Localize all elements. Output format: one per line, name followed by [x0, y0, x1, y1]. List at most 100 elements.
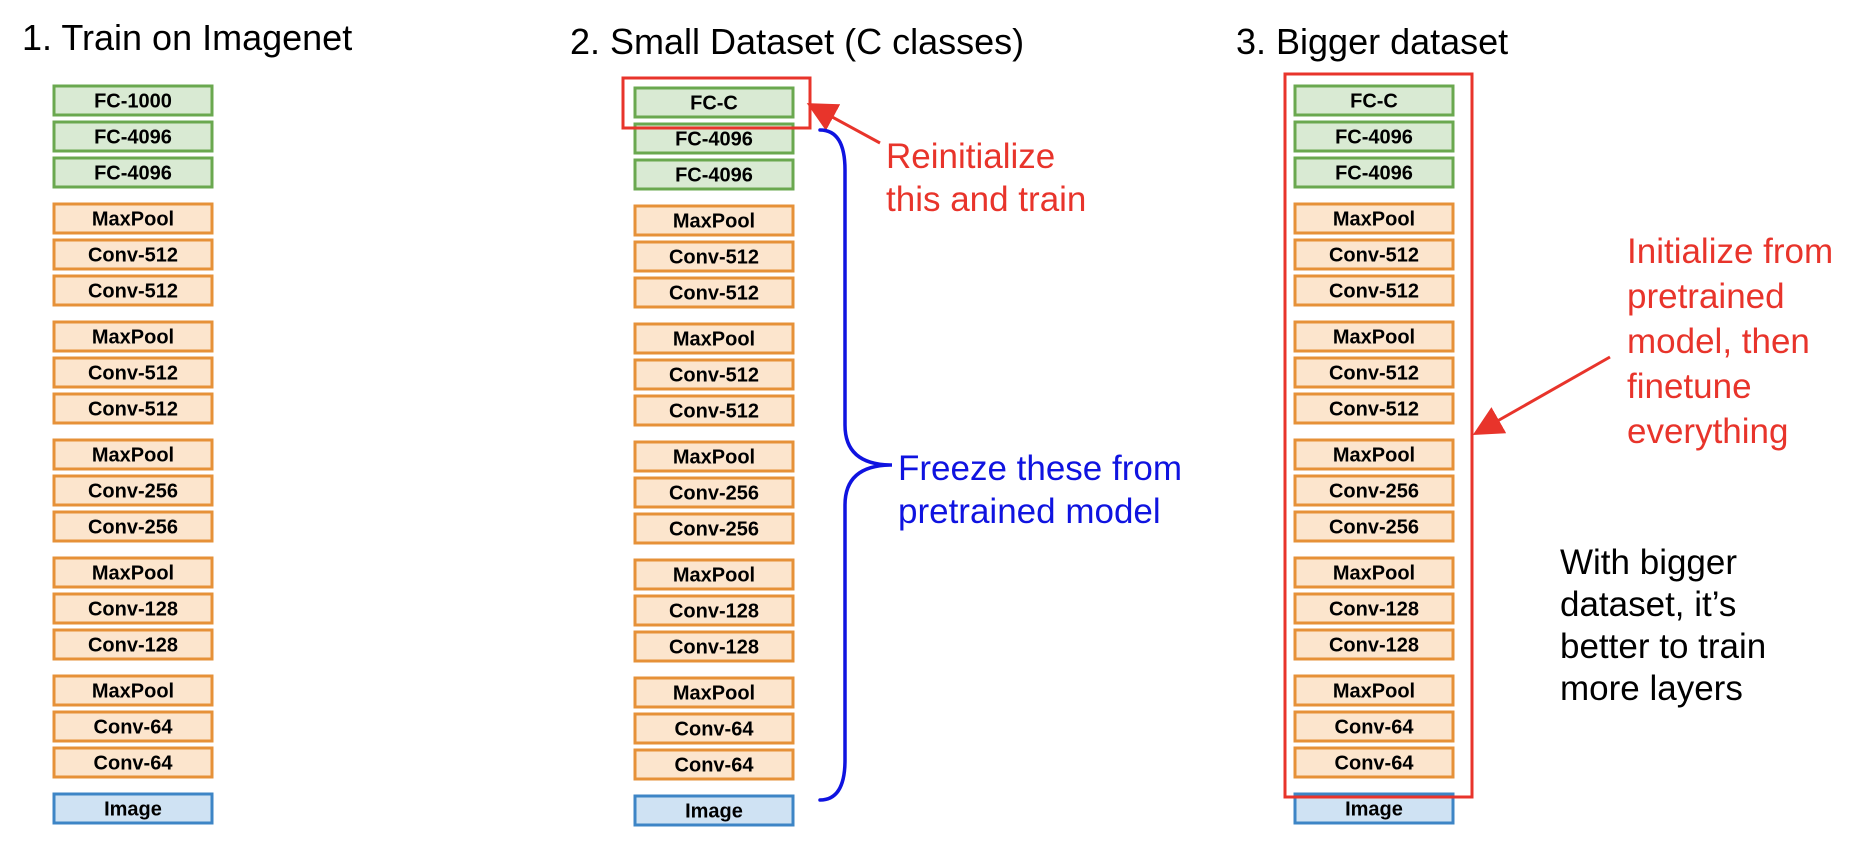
- layer-label: FC-C: [690, 93, 738, 115]
- layer-box-fc: [633, 86, 795, 119]
- layer-box-conv: [633, 276, 795, 309]
- finetune-highlight-box: [1283, 72, 1474, 799]
- layer-label: MaxPool: [673, 683, 755, 705]
- layer-label: MaxPool: [92, 327, 174, 349]
- layer-label: MaxPool: [1333, 209, 1415, 231]
- layer-label: Conv-128: [669, 601, 759, 623]
- layer-label: Image: [1345, 799, 1403, 821]
- layer-box-conv: [633, 394, 795, 427]
- layer-box-conv: [52, 510, 214, 543]
- layer-label: Conv-512: [1329, 363, 1419, 385]
- layer-label: MaxPool: [673, 447, 755, 469]
- layer-label: FC-4096: [94, 127, 172, 149]
- layer-box-conv: [1293, 202, 1455, 235]
- layer-label: FC-C: [1350, 91, 1398, 113]
- layer-box-conv: [52, 320, 214, 353]
- layer-label: Conv-256: [88, 517, 178, 539]
- layer-box-conv: [1293, 510, 1455, 543]
- layer-label: FC-4096: [675, 165, 753, 187]
- layer-box-fc: [1293, 84, 1455, 117]
- layer-stack-bigger-dataset: FC-CFC-4096FC-4096MaxPoolConv-512Conv-51…: [1293, 84, 1455, 825]
- layer-box-conv: [633, 240, 795, 273]
- layer-label: MaxPool: [92, 209, 174, 231]
- layer-box-conv: [633, 558, 795, 591]
- layer-label: Conv-512: [1329, 245, 1419, 267]
- layer-label: Conv-512: [88, 363, 178, 385]
- layer-box-conv: [633, 630, 795, 663]
- layer-box-conv: [1293, 556, 1455, 589]
- layer-box-conv: [52, 438, 214, 471]
- layer-label: Conv-512: [88, 399, 178, 421]
- layer-label: FC-4096: [1335, 127, 1413, 149]
- layer-label: MaxPool: [92, 445, 174, 467]
- layer-box-image: [1293, 792, 1455, 825]
- layer-box-image: [633, 794, 795, 827]
- layer-label: MaxPool: [673, 565, 755, 587]
- layer-label: Conv-128: [669, 637, 759, 659]
- layer-box-conv: [633, 358, 795, 391]
- layer-box-fc: [52, 156, 214, 189]
- layer-box-fc: [1293, 156, 1455, 189]
- layer-box-conv: [633, 204, 795, 237]
- layer-box-conv: [52, 710, 214, 743]
- layer-label: Image: [685, 801, 743, 823]
- layer-label: Conv-64: [675, 755, 755, 777]
- layer-box-conv: [52, 474, 214, 507]
- layer-box-conv: [1293, 474, 1455, 507]
- layer-label: Conv-512: [669, 401, 759, 423]
- layer-label: Conv-512: [669, 365, 759, 387]
- layer-label: Conv-512: [669, 283, 759, 305]
- layer-box-conv: [1293, 238, 1455, 271]
- layer-box-conv: [52, 202, 214, 235]
- layer-box-fc: [1293, 120, 1455, 153]
- layer-label: MaxPool: [673, 329, 755, 351]
- layer-label: Conv-256: [669, 483, 759, 505]
- layer-label: FC-4096: [675, 129, 753, 151]
- layer-label: Conv-64: [1335, 753, 1415, 775]
- layer-stack-small-dataset: FC-CFC-4096FC-4096MaxPoolConv-512Conv-51…: [633, 86, 795, 827]
- layer-label: Conv-128: [1329, 599, 1419, 621]
- layer-box-conv: [1293, 674, 1455, 707]
- layer-box-image: [52, 792, 214, 825]
- layer-box-conv: [633, 440, 795, 473]
- layer-label: Conv-128: [88, 635, 178, 657]
- reinit-annotation: Reinitialize this and train: [886, 137, 1086, 219]
- layer-label: FC-4096: [94, 163, 172, 185]
- reinit-highlight-box: [621, 76, 812, 130]
- layer-box-conv: [633, 476, 795, 509]
- initialize-annotation: Initialize from pretrained model, then f…: [1627, 232, 1843, 451]
- layer-label: MaxPool: [673, 211, 755, 233]
- layer-label: Conv-256: [88, 481, 178, 503]
- layer-box-fc: [52, 120, 214, 153]
- layer-box-conv: [1293, 628, 1455, 661]
- layer-label: Image: [104, 799, 162, 821]
- layer-box-conv: [1293, 274, 1455, 307]
- layer-box-conv: [52, 556, 214, 589]
- layer-label: Conv-64: [675, 719, 755, 741]
- layer-box-conv: [633, 748, 795, 781]
- layer-box-fc: [52, 84, 214, 117]
- layer-label: Conv-512: [1329, 399, 1419, 421]
- layer-box-conv: [1293, 746, 1455, 779]
- layer-box-conv: [633, 594, 795, 627]
- layer-label: Conv-128: [1329, 635, 1419, 657]
- column-title-imagenet: 1. Train on Imagenet: [22, 17, 352, 58]
- layer-label: Conv-256: [1329, 517, 1419, 539]
- layer-box-conv: [633, 676, 795, 709]
- layer-box-conv: [633, 712, 795, 745]
- layer-label: Conv-512: [669, 247, 759, 269]
- layer-box-conv: [52, 746, 214, 779]
- layer-label: MaxPool: [1333, 445, 1415, 467]
- layer-label: FC-4096: [1335, 163, 1413, 185]
- layer-box-conv: [52, 628, 214, 661]
- column-title-bigger-dataset: 3. Bigger dataset: [1236, 21, 1508, 62]
- layer-label: MaxPool: [1333, 681, 1415, 703]
- layer-label: MaxPool: [92, 563, 174, 585]
- layer-box-conv: [52, 274, 214, 307]
- layer-box-conv: [1293, 438, 1455, 471]
- column-title-small-dataset: 2. Small Dataset (C classes): [570, 21, 1024, 62]
- layer-label: Conv-64: [1335, 717, 1415, 739]
- layer-stack-imagenet: FC-1000FC-4096FC-4096MaxPoolConv-512Conv…: [52, 84, 214, 825]
- layer-box-conv: [52, 674, 214, 707]
